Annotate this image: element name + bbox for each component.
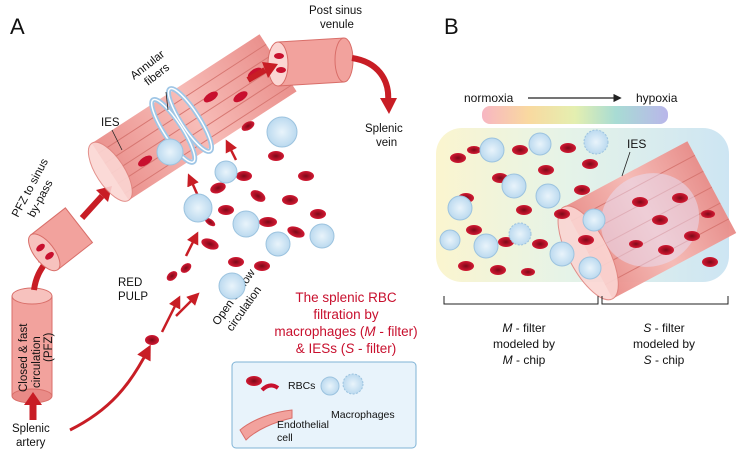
m-filter-line-3-text: - chip — [513, 353, 546, 367]
red-pulp-flow-arrow-5 — [187, 173, 200, 197]
sinus-to-venule-arrowhead — [262, 62, 278, 78]
red-pulp-label-2: PULP — [118, 291, 148, 303]
s-filter-letter-2: S — [644, 353, 652, 367]
s-filter-line-1: S - filter — [643, 321, 684, 335]
red-pulp-flow-arrow-2 — [160, 295, 181, 333]
splenic-artery-label-1: Splenic — [12, 423, 50, 435]
post-sinus-label-2: venule — [320, 19, 354, 31]
caption-line-4s: S — [345, 341, 354, 356]
splenic-vein-arrowhead — [380, 98, 397, 114]
splenic-vein-arrow — [351, 55, 392, 103]
legend-box: RBCs Macrophages Endothelial cell — [231, 361, 417, 449]
panel-a-caption: The splenic RBC filtration by macrophage… — [274, 290, 417, 356]
s-filter-letter-1: S — [643, 321, 651, 335]
ies-pointer-a — [111, 129, 123, 151]
closed-fast-label-1: Closed & fast — [18, 323, 30, 392]
m-filter-line-1: M - filter — [502, 321, 545, 335]
closed-circulation-vessel — [11, 287, 53, 404]
caption-line-4: & IESs (S - filter) — [296, 341, 397, 356]
ies-label-b: IES — [627, 137, 646, 151]
panel-a-letter: A — [10, 14, 25, 39]
splenic-artery-arrowhead — [24, 392, 42, 405]
legend-endothelial-label-2: cell — [277, 432, 293, 444]
legend-rbc-icon-1 — [246, 376, 262, 386]
panel-b-rbcs — [450, 143, 718, 276]
red-pulp-flow-arrow-1 — [69, 344, 151, 432]
red-pulp-flow-arrow-4 — [184, 231, 199, 257]
legend-macrophages-label: Macrophages — [331, 409, 395, 421]
caption-line-3: macrophages (M - filter) — [274, 324, 417, 339]
legend-macrophage-icon-2 — [342, 373, 364, 395]
m-filter-letter-2: M — [503, 353, 513, 367]
annular-pointer — [165, 91, 169, 111]
legend-endothelial-label-1: Endothelial — [277, 419, 329, 431]
legend-rbcs-label: RBCs — [288, 380, 315, 392]
caption-line-3a: macrophages ( — [274, 324, 365, 339]
ies-label-a: IES — [101, 117, 120, 129]
bypass-to-sinus-arrow — [79, 193, 105, 221]
legend-macrophage-icon-1 — [320, 376, 340, 396]
hypoxia-label: hypoxia — [636, 91, 678, 105]
s-filter-line-3-text: - chip — [652, 353, 685, 367]
m-filter-line-2: modeled by — [493, 337, 555, 351]
s-filter-line-1-text: - filter — [651, 321, 684, 335]
normoxia-label: normoxia — [464, 91, 514, 105]
red-pulp-label-1: RED — [118, 277, 142, 289]
m-filter-line-3: M - chip — [503, 353, 546, 367]
red-pulp-flow-arrow-6 — [225, 139, 238, 161]
closed-fast-label-2: circulation — [31, 336, 43, 388]
legend-rbc-icon-2 — [260, 383, 280, 392]
panel-b-macrophages — [439, 129, 609, 280]
post-sinus-label-1: Post sinus — [309, 5, 362, 17]
m-filter-line-1-text: - filter — [512, 321, 545, 335]
caption-line-4b: - filter) — [354, 341, 396, 356]
red-pulp-flow-arrow-3 — [175, 292, 200, 317]
oxygen-gradient-bar — [482, 106, 668, 124]
sinus-to-venule-arrow — [246, 67, 267, 83]
s-filter-line-2: modeled by — [633, 337, 695, 351]
legend-endothelial-icon — [239, 409, 293, 441]
m-filter-letter-1: M — [502, 321, 512, 335]
caption-line-3m: M — [364, 324, 376, 339]
m-filter-bracket — [443, 296, 599, 305]
splenic-artery-label-2: artery — [16, 437, 46, 449]
post-sinus-venule — [267, 37, 354, 87]
bypass-vessel — [28, 207, 94, 272]
caption-line-2: filtration by — [313, 307, 379, 322]
splenic-vein-label-1: Splenic — [365, 123, 403, 135]
ies-pointer-b — [621, 151, 631, 177]
s-filter-line-3: S - chip — [644, 353, 685, 367]
s-filter-bracket — [601, 296, 729, 305]
closed-fast-label-3: (PFZ) — [43, 332, 55, 362]
panel-a-macrophages — [156, 116, 335, 300]
caption-line-1: The splenic RBC — [295, 290, 397, 305]
splenic-vein-label-2: vein — [376, 137, 397, 149]
panel-a-rbcs — [145, 121, 326, 345]
panel-b-letter: B — [444, 14, 459, 39]
caption-line-3b: - filter) — [376, 324, 418, 339]
caption-line-4a: & IESs ( — [296, 341, 346, 356]
